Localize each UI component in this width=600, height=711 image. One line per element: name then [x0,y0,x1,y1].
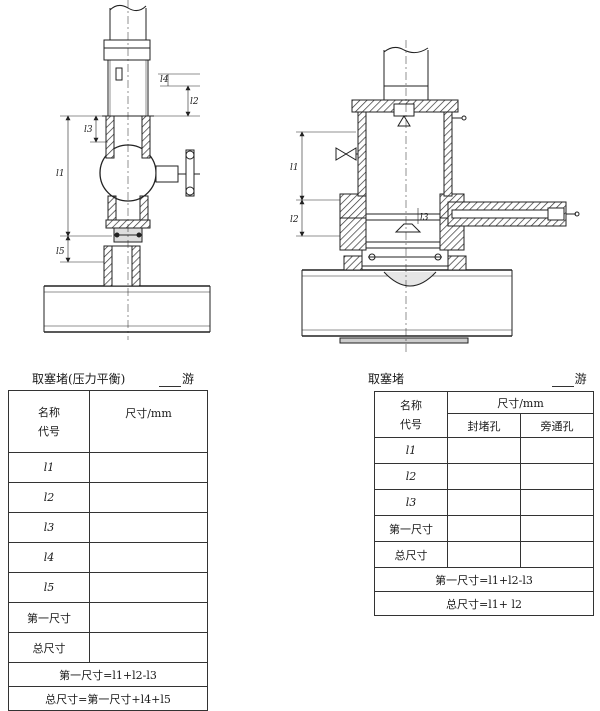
table1-formula-first: 第一尺寸=l1+l2-l3 [8,662,208,687]
right-lower-fitting [343,247,467,271]
right-housing [351,99,467,197]
dimension-table-plug-removal: 名称代号 尺寸/mm 封堵孔 旁通孔 l1 l2 l3 第一尺寸 总尺寸 第一尺… [374,391,594,616]
table2-row-label: 总尺寸 [374,541,448,568]
table2-value-cell[interactable] [520,437,594,464]
dimension-table-pressure-balanced: 名称代号 尺寸/mm l1 l2 l3 l4 l5 第一尺寸 总尺寸 第一尺寸=… [8,390,208,711]
table2-caption: 取塞堵 游 [368,372,587,387]
table2-value-cell[interactable] [447,489,521,516]
table2-col-seal-hole: 封堵孔 [447,413,521,438]
table2-caption-suffix: 游 [574,372,587,386]
table1-value-cell[interactable] [89,632,208,663]
table2-value-cell[interactable] [520,489,594,516]
table1-formula-total: 总尺寸=第一尺寸+l4+l5 [8,686,208,711]
table1-caption: 取塞堵(压力平衡) 游 [32,372,195,387]
table1-value-cell[interactable] [89,452,208,483]
table1-value-cell[interactable] [89,602,208,633]
table1-header-name-code: 名称代号 [8,390,90,453]
table1-row-label: l4 [8,542,90,573]
left-dim-l2: l2 [190,97,199,107]
right-valve-symbol [335,147,358,161]
plug-removal-diagram: l1 l2 l3 l4 l5 [43,0,580,352]
right-flange-block [339,193,465,251]
table1-value-cell[interactable] [89,482,208,513]
table2-formula-first: 第一尺寸=l1+l2-l3 [374,567,594,592]
table2-value-cell[interactable] [447,541,521,568]
table2-value-cell[interactable] [520,541,594,568]
table1-value-cell[interactable] [89,572,208,603]
table1-header-size: 尺寸/mm [89,390,208,453]
left-upper-housing [103,39,151,116]
table2-value-cell[interactable] [520,515,594,542]
table2-col-bypass-hole: 旁通孔 [520,413,594,438]
right-plug-dome [383,271,437,287]
table1-value-cell[interactable] [89,512,208,543]
table2-header-size: 尺寸/mm [447,391,594,414]
table1-caption-suffix: 游 [182,372,195,386]
table1-row-label: l3 [8,512,90,543]
left-dim-l5: l5 [56,247,65,257]
table2-value-cell[interactable] [447,437,521,464]
table2-row-label: l2 [374,463,448,490]
table2-formula-total: 总尺寸=l1+ l2 [374,591,594,616]
table2-row-label: l3 [374,489,448,516]
left-dimensions [60,73,200,263]
table2-value-cell[interactable] [520,463,594,490]
right-dimensions [296,131,419,237]
table1-row-label: l2 [8,482,90,513]
right-main-pipe [301,269,513,344]
right-dim-l1: l1 [290,163,299,173]
left-handwheel [155,149,200,197]
table1-row-label: l1 [8,452,90,483]
table1-row-label: 总尺寸 [8,632,90,663]
table1-row-label: l5 [8,572,90,603]
table2-value-cell[interactable] [447,463,521,490]
left-dim-l4: l4 [160,75,169,85]
left-main-pipe [43,285,211,333]
table2-row-label: 第一尺寸 [374,515,448,542]
left-dim-l3: l3 [84,125,93,135]
table2-header-name-code: 名称代号 [374,391,448,438]
table2-row-label: l1 [374,437,448,464]
left-assembly-drawing: l1 l2 l3 l4 l5 [43,0,211,340]
right-dim-l3: l3 [420,213,429,223]
right-bypass-arm [447,201,580,227]
left-gauge [115,67,123,81]
table1-row-label: 第一尺寸 [8,602,90,633]
table2-value-cell[interactable] [447,515,521,542]
left-dim-l1: l1 [56,169,65,179]
left-nipple [103,245,141,287]
table1-value-cell[interactable] [89,542,208,573]
right-dim-l2: l2 [290,215,299,225]
right-assembly-drawing: l1 l2 l3 [290,40,580,352]
